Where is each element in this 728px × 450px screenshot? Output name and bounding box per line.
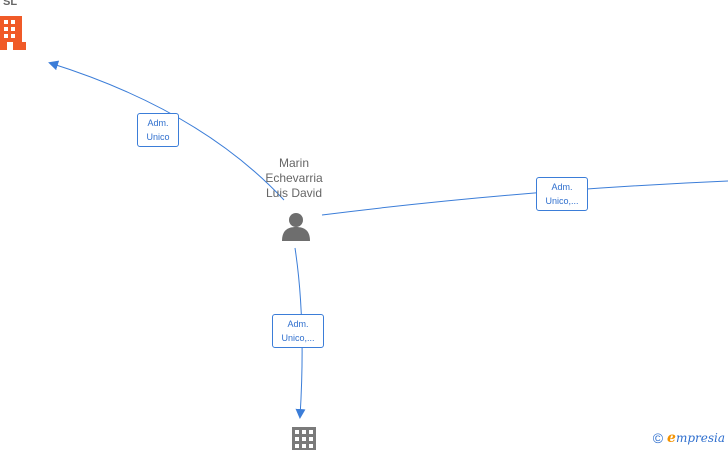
copyright-symbol: © bbox=[652, 430, 664, 446]
edge-to-right[interactable] bbox=[321, 180, 728, 216]
building-icon[interactable] bbox=[292, 427, 316, 450]
edge-label-line1: Adm. bbox=[147, 118, 169, 128]
brand-watermark: © empresia bbox=[653, 430, 725, 446]
edge-label-line1: Adm. bbox=[287, 319, 309, 329]
brand-name: empresia bbox=[667, 430, 725, 446]
person-label: Marin Echevarria Luis David bbox=[255, 156, 333, 201]
edge-label-line2: Unico bbox=[146, 132, 170, 142]
person-icon[interactable] bbox=[281, 211, 311, 241]
company-top-left-label: SL bbox=[3, 0, 18, 8]
edge-label-line1: Adm. bbox=[551, 182, 573, 192]
brand-initial: e bbox=[667, 430, 676, 446]
edge-label-line2: Unico,... bbox=[545, 196, 579, 206]
edge-label-to-bottom[interactable]: Adm. Unico,... bbox=[272, 314, 324, 348]
edge-label-line2: Unico,... bbox=[281, 333, 315, 343]
building-icon[interactable] bbox=[0, 16, 26, 50]
person-label-line2: Echevarria bbox=[265, 171, 323, 185]
person-label-line1: Marin bbox=[278, 156, 309, 170]
edge-label-to-right[interactable]: Adm. Unico,... bbox=[536, 177, 588, 211]
edge-to-top-left[interactable] bbox=[48, 60, 285, 201]
brand-rest: mpresia bbox=[675, 431, 725, 445]
edge-label-to-top-left[interactable]: Adm. Unico bbox=[137, 113, 179, 147]
person-label-line3: Luis David bbox=[265, 186, 323, 200]
